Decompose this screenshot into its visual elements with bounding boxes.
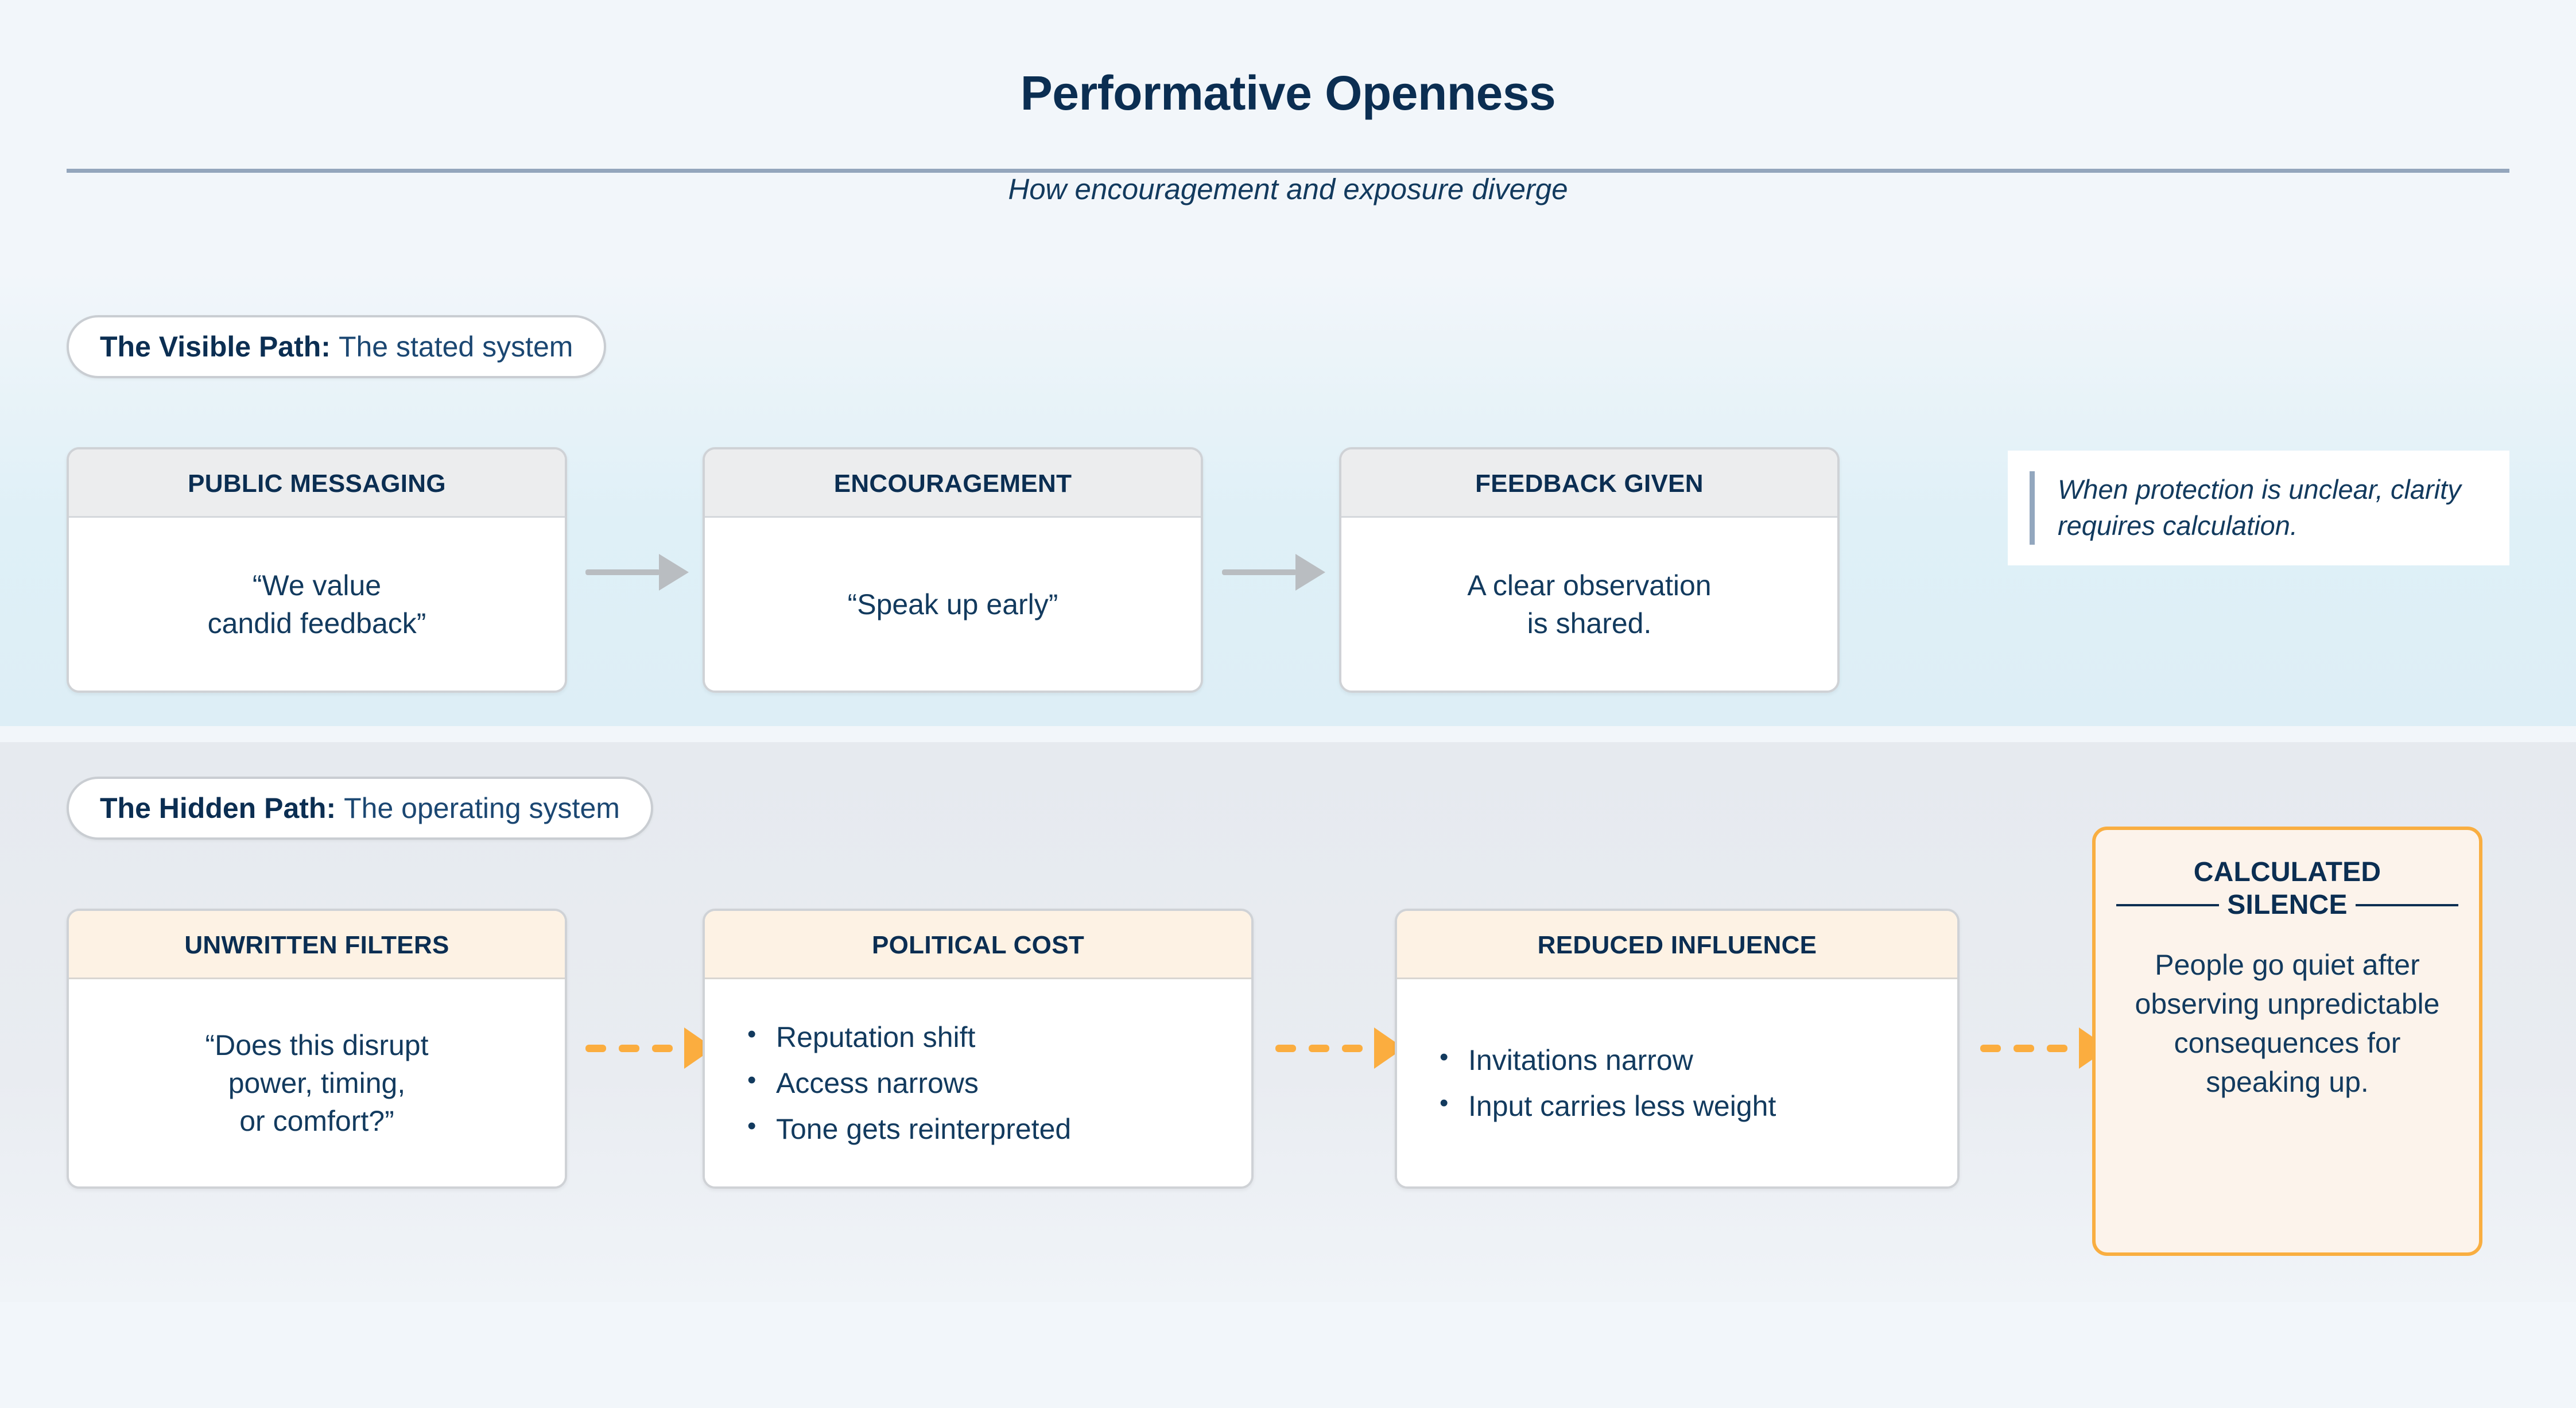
arrow-dashes — [585, 1044, 685, 1052]
arrow-dash — [1309, 1044, 1329, 1052]
page-title: Performative Openness — [1020, 66, 1556, 120]
list-item: Access narrows — [744, 1060, 1232, 1106]
arrow-right-dashed-icon — [585, 1027, 714, 1069]
section-label-visible-strong: The Visible Path: — [100, 331, 331, 363]
section-label-hidden-strong: The Hidden Path: — [100, 792, 336, 824]
arrow-dash — [585, 1044, 606, 1052]
outcome-rule-left — [2116, 903, 2220, 906]
outcome-title-line1: CALCULATED — [2193, 857, 2381, 887]
card-title: PUBLIC MESSAGING — [69, 449, 565, 518]
arrow-dashes — [1275, 1044, 1375, 1052]
section-label-hidden-path: The Hidden Path: The operating system — [67, 777, 653, 840]
arrow-right-icon — [585, 554, 689, 591]
arrow-right-dashed-icon — [1275, 1027, 1404, 1069]
section-label-visible-path: The Visible Path: The stated system — [67, 315, 607, 378]
page-subtitle: How encouragement and exposure diverge — [1008, 173, 1568, 205]
card-body: “Speak up early” — [705, 518, 1201, 691]
outcome-title-line2: SILENCE — [2227, 889, 2348, 920]
list-item: Input carries less weight — [1436, 1083, 1938, 1129]
arrow-dash — [619, 1044, 639, 1052]
list-item: Reputation shift — [744, 1014, 1232, 1060]
arrow-right-icon — [1222, 554, 1325, 591]
arrow-dash — [1980, 1044, 2001, 1052]
arrow-shaft — [1222, 569, 1297, 575]
arrow-head — [1295, 554, 1325, 591]
arrow-dash — [1275, 1044, 1296, 1052]
outcome-title-line2-row: SILENCE — [2116, 889, 2458, 922]
card-political-cost[interactable]: POLITICAL COST Reputation shift Access n… — [703, 909, 1254, 1189]
card-bullet-list: Reputation shift Access narrows Tone get… — [724, 1014, 1232, 1152]
arrow-head — [659, 554, 689, 591]
arrow-dash — [1342, 1044, 1363, 1052]
arrow-dash — [2014, 1044, 2034, 1052]
callout-quote: When protection is unclear, clarity requ… — [2008, 451, 2509, 565]
card-title: POLITICAL COST — [705, 911, 1251, 979]
card-reduced-influence[interactable]: REDUCED INFLUENCE Invitations narrow Inp… — [1395, 909, 1960, 1189]
list-item: Invitations narrow — [1436, 1037, 1938, 1083]
card-title: ENCOURAGEMENT — [705, 449, 1201, 518]
card-bullet-list: Invitations narrow Input carries less we… — [1417, 1037, 1938, 1129]
card-title: REDUCED INFLUENCE — [1397, 911, 1957, 979]
card-encouragement[interactable]: ENCOURAGEMENT “Speak up early” — [703, 447, 1203, 693]
header: Performative Openness How encouragement … — [0, 0, 2576, 204]
outcome-body: People go quiet after observing unpredic… — [2135, 949, 2440, 1099]
card-body: Invitations narrow Input carries less we… — [1397, 979, 1957, 1186]
title-divider — [67, 169, 2509, 173]
arrow-shaft — [585, 569, 660, 575]
callout-text: When protection is unclear, clarity requ… — [2058, 474, 2461, 541]
section-label-hidden-rest: The operating system — [344, 792, 620, 824]
card-title: UNWRITTEN FILTERS — [69, 911, 565, 979]
section-label-visible-rest: The stated system — [338, 331, 573, 363]
card-quote: “Speak up early” — [847, 588, 1058, 620]
card-title: FEEDBACK GIVEN — [1341, 449, 1837, 518]
arrow-dashes — [1980, 1044, 2080, 1052]
list-item: Tone gets reinterpreted — [744, 1106, 1232, 1152]
arrow-right-dashed-icon — [1980, 1027, 2109, 1069]
card-calculated-silence[interactable]: CALCULATED SILENCE People go quiet after… — [2092, 827, 2482, 1256]
arrow-dash — [2047, 1044, 2067, 1052]
callout-accent-bar — [2030, 471, 2035, 545]
card-body: Reputation shift Access narrows Tone get… — [705, 979, 1251, 1186]
outcome-rule-right — [2355, 903, 2458, 906]
arrow-dash — [652, 1044, 673, 1052]
